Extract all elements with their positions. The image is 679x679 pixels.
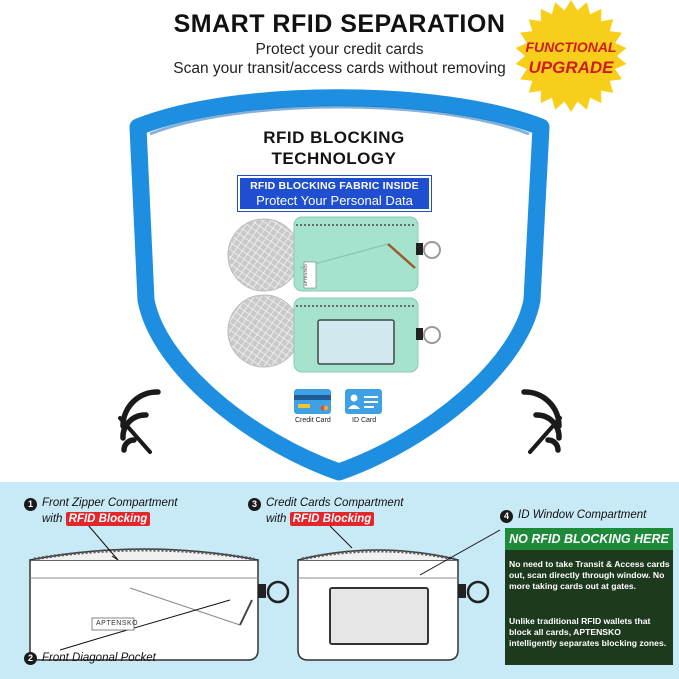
step-number-3: 3 — [248, 498, 261, 511]
step-number-2: 2 — [24, 652, 37, 665]
mint-wallet-front — [293, 216, 441, 292]
fabric-banner-line-1: RFID BLOCKING FABRIC INSIDE — [250, 180, 419, 192]
rfid-blocking-tag-1: RFID Blocking — [65, 512, 151, 526]
subtitle-line-2: Scan your transit/access cards without r… — [173, 60, 506, 77]
fabric-banner-line-2: Protect Your Personal Data — [256, 193, 413, 208]
step-number-4: 4 — [500, 510, 513, 523]
mint-wallet-back — [293, 297, 441, 373]
brand-label-diagram: APTENSKO — [96, 620, 139, 627]
wallet-diagram-left — [29, 524, 290, 661]
diagonal-pocket-label: Front Diagonal Pocket — [42, 652, 156, 664]
credit-cards-label: Credit Cards Compartment — [266, 497, 404, 509]
wallet-diagram-right — [297, 525, 501, 661]
badge-line-2: UPGRADE — [528, 58, 614, 77]
with-word: with — [266, 513, 287, 525]
credit-cards-sub: with RFID Blocking — [266, 512, 375, 526]
notice-paragraph-2: Unlike traditional RFID wallets that blo… — [509, 616, 667, 648]
id-card-icon — [345, 389, 382, 414]
credit-card-icon — [294, 389, 331, 414]
id-window-label: ID Window Compartment — [518, 509, 647, 521]
notice-paragraph-1: No need to take Transit & Access cards o… — [509, 559, 670, 591]
rfid-signal-icon-right — [521, 389, 562, 454]
notice-heading: NO RFID BLOCKING HERE — [505, 528, 673, 550]
rfid-signal-icon-left — [118, 389, 161, 454]
front-zipper-label: Front Zipper Compartment — [42, 497, 178, 509]
no-rfid-notice: NO RFID BLOCKING HERE No need to take Tr… — [505, 528, 673, 665]
front-zipper-sub: with RFID Blocking — [42, 512, 151, 526]
rfid-heading-line-1: RFID BLOCKING — [263, 128, 405, 147]
subtitle-line-1: Protect your credit cards — [255, 41, 424, 58]
badge-line-1: FUNCTIONAL — [525, 39, 617, 55]
rfid-heading-line-2: TECHNOLOGY — [271, 149, 397, 168]
page-title: SMART RFID SEPARATION — [173, 10, 506, 38]
with-word: with — [42, 513, 63, 525]
step-number-1: 1 — [24, 498, 37, 511]
fabric-banner: RFID BLOCKING FABRIC INSIDE Protect Your… — [237, 175, 432, 212]
credit-card-label: Credit Card — [295, 417, 331, 424]
rfid-blocking-tag-2: RFID Blocking — [289, 512, 375, 526]
id-card-label: ID Card — [352, 417, 377, 424]
